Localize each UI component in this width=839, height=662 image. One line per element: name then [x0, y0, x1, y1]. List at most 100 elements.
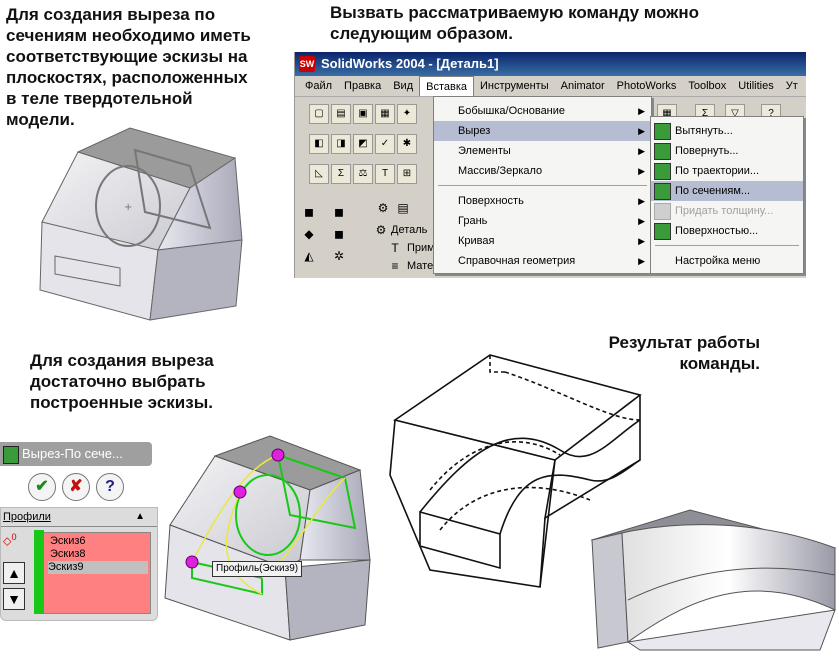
- text-icon[interactable]: T: [375, 164, 395, 184]
- heading-line: достаточно выбрать: [30, 372, 206, 391]
- print-icon[interactable]: ▦: [375, 104, 395, 124]
- submenu-label: Поверхностью...: [675, 225, 759, 237]
- save-icon[interactable]: ▣: [353, 104, 373, 124]
- part-root-icon: ⚙: [375, 223, 387, 237]
- submenu-extrude[interactable]: Вытянуть...: [651, 121, 803, 141]
- arrow-right-icon: ▶: [638, 196, 645, 206]
- arrow-right-icon: ▶: [638, 146, 645, 156]
- menu-item-features[interactable]: Элементы▶: [434, 141, 651, 161]
- origin-icon[interactable]: ✱: [397, 134, 417, 154]
- menu-item-curve[interactable]: Кривая▶: [434, 231, 651, 251]
- sweep-cut-icon: [654, 163, 671, 180]
- submenu-thicken: Придать толщину...: [651, 201, 803, 221]
- menu-edit[interactable]: Правка: [344, 80, 382, 92]
- window-title: SolidWorks 2004 - [Деталь1]: [321, 56, 499, 71]
- mass-icon[interactable]: ⚖: [353, 164, 373, 184]
- open-file-icon[interactable]: ▤: [331, 104, 351, 124]
- heading-line: в теле твердотельной: [6, 89, 193, 108]
- menu-item-label: Бобышка/Основание: [458, 105, 566, 117]
- feature-icon[interactable]: ◆: [304, 227, 314, 241]
- feature-icon[interactable]: ◭: [304, 249, 314, 263]
- menu-view[interactable]: Вид: [393, 80, 414, 92]
- menu-item-face[interactable]: Грань▶: [434, 211, 651, 231]
- measure-icon[interactable]: ◺: [309, 164, 329, 184]
- list-item[interactable]: Эскиз6: [50, 535, 86, 547]
- menu-item-label: Кривая: [458, 235, 495, 247]
- new-file-icon[interactable]: ▢: [309, 104, 329, 124]
- tree-item-annotations[interactable]: Прим: [407, 242, 435, 254]
- insert-menu: Бобышка/Основание▶ Вырез▶ Элементы▶ Масс…: [433, 96, 652, 274]
- section-icon[interactable]: ⊞: [397, 164, 417, 184]
- submenu-customize[interactable]: Настройка меню: [651, 251, 803, 271]
- menu-item-surface[interactable]: Поверхность▶: [434, 191, 651, 211]
- submenu-sweep[interactable]: По траектории...: [651, 161, 803, 181]
- menu-toolbox[interactable]: Toolbox: [688, 80, 727, 92]
- menu-utilities[interactable]: Utilities: [738, 80, 774, 92]
- check-icon[interactable]: ✓: [375, 134, 395, 154]
- tree-item-material[interactable]: Мате: [407, 260, 434, 272]
- sketch-circle: [95, 165, 161, 247]
- submenu-label: Придать толщину...: [675, 205, 774, 217]
- heading-line: следующим образом.: [330, 24, 513, 43]
- guide-curve-2: [225, 491, 263, 595]
- menu-item-pattern[interactable]: Массив/Зеркало▶: [434, 161, 651, 181]
- mid-lower-side: [284, 559, 371, 641]
- menu-item-boss[interactable]: Бобышка/Основание▶: [434, 101, 651, 121]
- list-item[interactable]: Эскиз8: [50, 548, 86, 560]
- menu-item-cut[interactable]: Вырез▶: [434, 121, 651, 141]
- profiles-section-header[interactable]: Профили ▲: [1, 508, 157, 527]
- heading-line: команды.: [679, 354, 760, 373]
- collapse-icon[interactable]: ▲: [135, 511, 145, 522]
- list-item-selected[interactable]: Эскиз9: [48, 561, 148, 574]
- arrow-right-icon: ▶: [638, 216, 645, 226]
- menu-file[interactable]: Файл: [305, 80, 333, 92]
- menu-animator[interactable]: Animator: [560, 80, 605, 92]
- submenu-loft[interactable]: По сечениям...: [651, 181, 803, 201]
- submenu-surface-cut[interactable]: Поверхностью...: [651, 221, 803, 241]
- heading-line: соответствующие эскизы на: [6, 47, 248, 66]
- arrow-right-icon: ▶: [638, 166, 645, 176]
- sketch-count: 0: [11, 532, 17, 542]
- heading-line: сечениям необходимо иметь: [6, 26, 251, 45]
- solidworks-logo-icon: SW: [299, 56, 315, 72]
- property-manager-title-text: Вырез-По сече...: [22, 446, 123, 461]
- feature-icon[interactable]: ✲: [333, 249, 345, 263]
- move-down-button[interactable]: ▼: [3, 588, 25, 610]
- menu-tools[interactable]: Инструменты: [480, 80, 549, 92]
- handle-3: [185, 555, 199, 569]
- ok-button[interactable]: ✔: [28, 473, 56, 501]
- heading-line: модели.: [6, 110, 75, 129]
- heading-line: Вызвать рассматриваемую команду можно: [330, 3, 700, 22]
- help-button[interactable]: ?: [96, 473, 124, 501]
- menu-photoworks[interactable]: PhotoWorks: [616, 80, 677, 92]
- extrude-icon[interactable]: ◨: [331, 134, 351, 154]
- toolbar-tools: ◺ Σ ⚖ T ⊞: [295, 160, 806, 188]
- menu-insert[interactable]: Вставка: [419, 76, 475, 96]
- menu-item-label: Вырез: [458, 125, 491, 137]
- profiles-list[interactable]: Эскиз6 Эскиз8 Эскиз9: [35, 532, 151, 614]
- submenu-label: Вытянуть...: [675, 125, 733, 137]
- properties-icon[interactable]: ▤: [397, 201, 409, 215]
- menu-more[interactable]: Ут: [785, 80, 798, 92]
- submenu-revolve[interactable]: Повернуть...: [651, 141, 803, 161]
- menu-item-ref-geometry[interactable]: Справочная геометрия▶: [434, 251, 651, 271]
- profiles-section: Профили ▲ ◇0 ▲ ▼ Эскиз6 Эскиз8 Эскиз9: [0, 507, 158, 621]
- thicken-cut-icon: [654, 203, 671, 220]
- move-up-button[interactable]: ▲: [3, 562, 25, 584]
- sketch-icon[interactable]: ◧: [309, 134, 329, 154]
- tree-root[interactable]: Деталь: [391, 224, 428, 236]
- cancel-button[interactable]: ✘: [62, 473, 90, 501]
- feature-icon[interactable]: ◼: [334, 205, 344, 219]
- profile-tooltip: Профиль(Эскиз9): [212, 561, 303, 577]
- revolve-icon[interactable]: ◩: [353, 134, 373, 154]
- heading-line: плоскостях, расположенных: [6, 68, 248, 87]
- shaded-front: [626, 609, 836, 651]
- profiles-section-label: Профили: [3, 511, 51, 523]
- part-icon[interactable]: ⚙: [377, 201, 389, 215]
- surface-cut-icon: [654, 223, 671, 240]
- feature-icon[interactable]: ◼: [304, 205, 314, 219]
- sigma-icon[interactable]: Σ: [331, 164, 351, 184]
- feature-icon[interactable]: ◼: [334, 227, 344, 241]
- window-title-bar[interactable]: SW SolidWorks 2004 - [Деталь1]: [295, 52, 806, 76]
- rebuild-icon[interactable]: ✦: [397, 104, 417, 124]
